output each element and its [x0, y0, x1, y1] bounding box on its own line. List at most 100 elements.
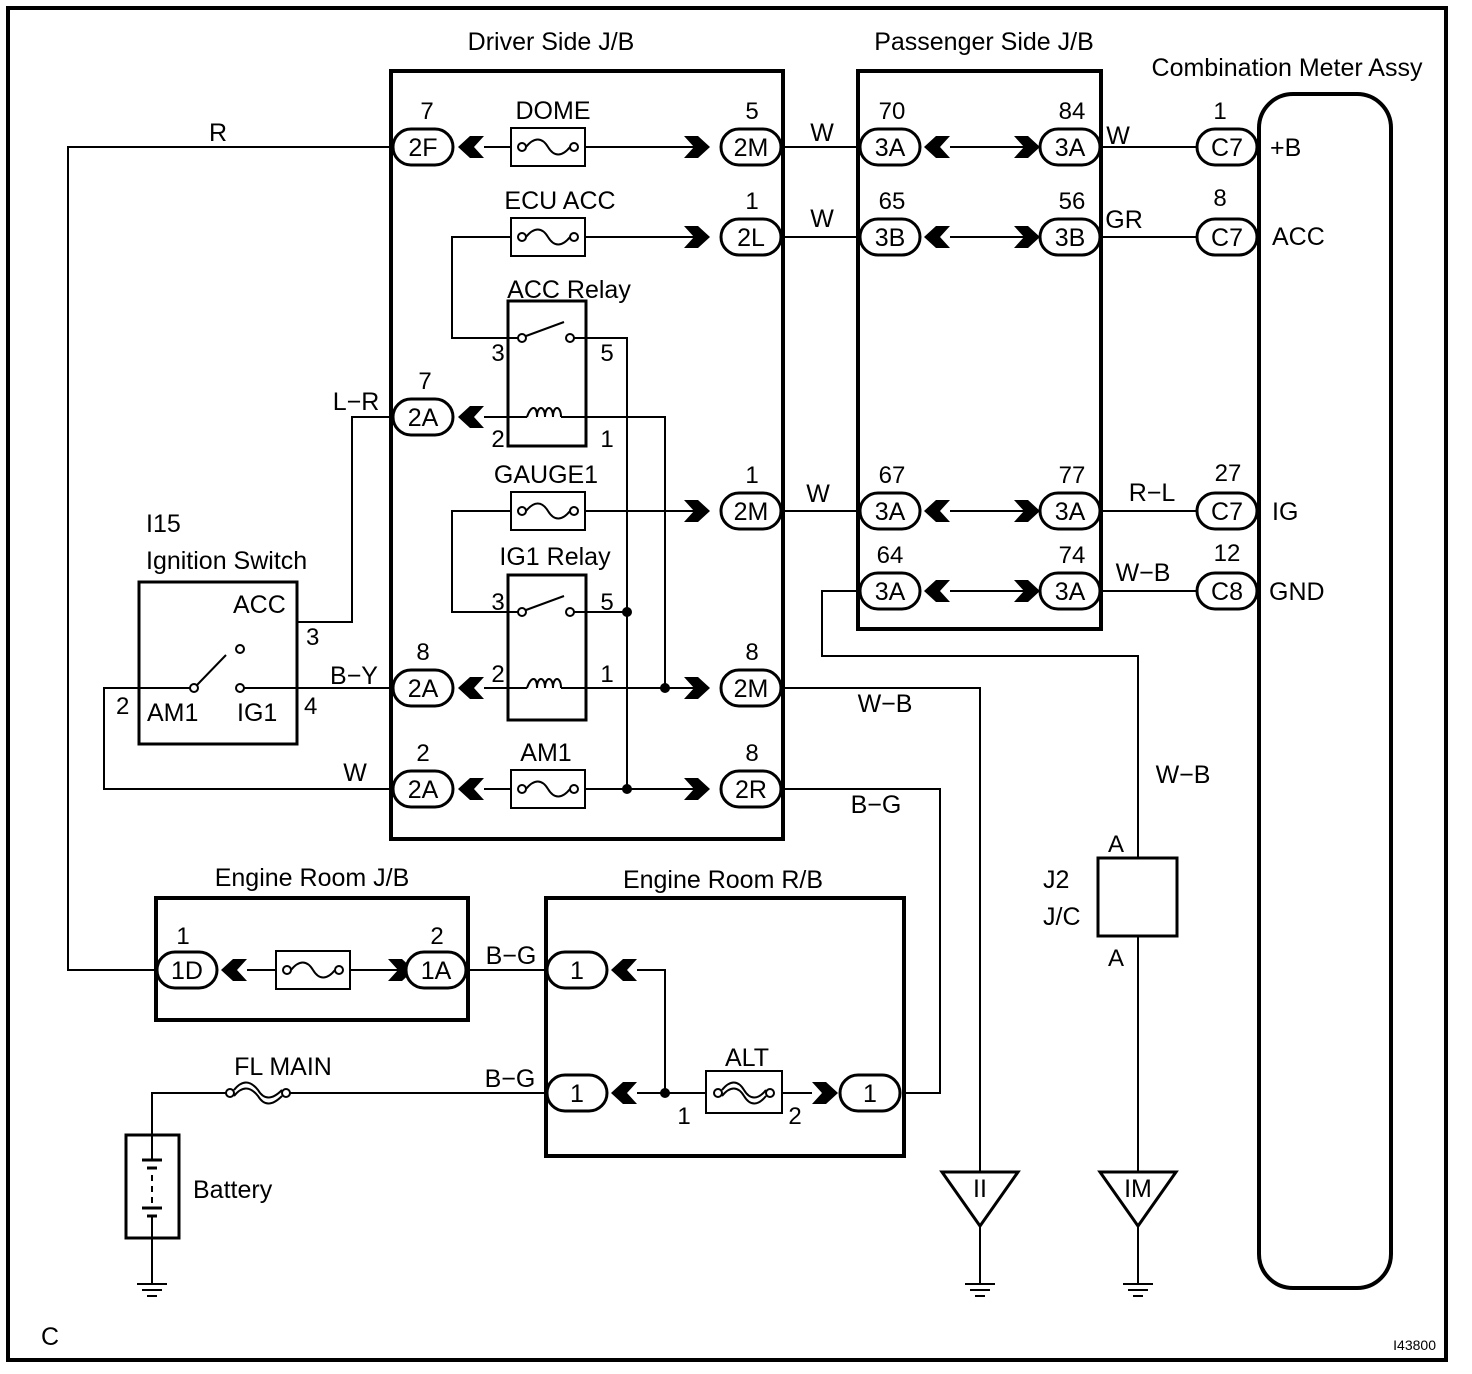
engine-rb-label: Engine Room R/B: [623, 866, 823, 894]
ig1-pin-5: 5: [600, 589, 613, 616]
conn-rb-1b: 1: [570, 1080, 584, 1108]
conn-c7-1: C7: [1211, 134, 1243, 162]
meter-label: Combination Meter Assy: [1152, 54, 1423, 82]
switch-acc-label: ACC: [233, 591, 286, 619]
conn-2r: 2R: [735, 776, 767, 804]
ignition-name: Ignition Switch: [146, 547, 307, 575]
driver-jb-connectors: 2F 7 2A 7 2A 8 2A 2 2M 5 2L 1 2M 1 2M 8 …: [391, 98, 783, 809]
conn-2l: 2L: [737, 224, 765, 252]
wire-color-labels: R W W W GR L−R W R−L W−B B−Y W−B W B−G W…: [209, 119, 1210, 1093]
conn-1d: 1D: [171, 957, 203, 985]
wire-bg-batt: B−G: [485, 1065, 536, 1093]
driver-jb-label: Driver Side J/B: [468, 28, 635, 56]
page-letter: C: [41, 1323, 59, 1351]
acc-pin-5: 5: [600, 340, 613, 367]
pin-e-2: 2: [430, 923, 443, 950]
figure-id: I43800: [1393, 1337, 1436, 1353]
am1-fuse-icon: [510, 769, 586, 809]
ground-im-label: IM: [1124, 1175, 1152, 1203]
acc-pin-1: 1: [600, 426, 613, 453]
am1-fuse-label: AM1: [520, 739, 571, 767]
gauge1-fuse-icon: [510, 491, 586, 531]
pin-65: 65: [879, 188, 906, 215]
ig1-pin-2: 2: [491, 661, 504, 688]
pin-2a-top: 7: [418, 368, 431, 395]
dome-fuse-icon: [510, 127, 586, 167]
alt-fuse-icon: [705, 1070, 783, 1114]
passenger-jb-label: Passenger Side J/B: [874, 28, 1094, 56]
pin-84: 84: [1059, 98, 1086, 125]
junction-name: J/C: [1043, 903, 1081, 931]
junction-code: J2: [1043, 866, 1069, 894]
pin-m-1: 1: [1213, 98, 1226, 125]
switch-ig1-label: IG1: [237, 699, 277, 727]
sw-pin-2: 2: [116, 693, 129, 720]
pin-m-27: 27: [1215, 460, 1242, 487]
conn-c7-3: C7: [1211, 498, 1243, 526]
conn-c7-2: C7: [1211, 224, 1243, 252]
pin-2a-mid: 8: [416, 639, 429, 666]
wire-wb-gnd: W−B: [1116, 559, 1171, 587]
junction-connector: [1096, 856, 1179, 938]
conn-1a: 1A: [421, 957, 452, 985]
wire-bg-eng: B−G: [486, 942, 537, 970]
engine-jb-fuse-icon: [275, 950, 351, 990]
ig1-pin-1: 1: [600, 661, 613, 688]
conn-rb-1c: 1: [863, 1080, 877, 1108]
wire-wb-jc: W−B: [1156, 761, 1211, 789]
pin-2m-low: 8: [745, 639, 758, 666]
meter-box: [1257, 92, 1393, 1290]
pin-2f: 7: [420, 98, 433, 125]
wire-w-dome: W: [810, 119, 834, 147]
fl-main-fuse-icon: [225, 1081, 291, 1105]
conn-2f: 2F: [408, 134, 437, 162]
pin-67: 67: [879, 462, 906, 489]
wire-bg-2r: B−G: [851, 791, 902, 819]
conn-2a-mid: 2A: [408, 675, 439, 703]
ig1-pin-3: 3: [491, 589, 504, 616]
pin-70: 70: [879, 98, 906, 125]
pin-2r: 8: [745, 740, 758, 767]
wire-gr: GR: [1105, 206, 1143, 234]
wire-wb-mid: W−B: [858, 690, 913, 718]
sw-pin-4: 4: [304, 693, 317, 720]
gauge1-fuse-label: GAUGE1: [494, 461, 598, 489]
im-ground-icon: [1122, 1271, 1154, 1297]
meter-b-label: +B: [1270, 134, 1301, 162]
conn-c8: C8: [1211, 578, 1243, 606]
conn-3a-5: 3A: [875, 578, 906, 606]
ecu-acc-fuse-icon: [510, 217, 586, 257]
acc-relay: [500, 299, 588, 448]
alt-pin-2: 2: [788, 1103, 801, 1130]
dome-fuse-label: DOME: [516, 97, 591, 125]
meter-connectors: C7 1 +B C7 8 ACC C7 27 IG C8 12 GND: [1195, 98, 1325, 611]
alt-fuse-label: ALT: [725, 1044, 769, 1072]
battery-label: Battery: [193, 1176, 273, 1204]
pin-2m-top: 5: [745, 98, 758, 125]
wire-rl: R−L: [1129, 479, 1176, 507]
jc-pin-a-bot: A: [1108, 945, 1124, 972]
fl-main-fuse-label: FL MAIN: [234, 1053, 332, 1081]
passenger-jb-box: [856, 69, 1103, 631]
ground-ii-label: II: [973, 1175, 987, 1203]
wire-w-gauge: W: [806, 480, 830, 508]
conn-3a-3: 3A: [875, 498, 906, 526]
wire-w-ecu: W: [810, 205, 834, 233]
pin-2a-bot: 2: [416, 740, 429, 767]
pin-77: 77: [1059, 462, 1086, 489]
conn-2a-top: 2A: [408, 404, 439, 432]
pin-56: 56: [1059, 188, 1086, 215]
conn-rb-1a: 1: [570, 957, 584, 985]
acc-pin-3: 3: [491, 340, 504, 367]
alt-pin-1: 1: [677, 1103, 690, 1130]
conn-2m-mid: 2M: [734, 498, 769, 526]
ignition-switch: [104, 580, 299, 746]
conn-3b-1: 3B: [875, 224, 906, 252]
conn-3a-2: 3A: [1055, 134, 1086, 162]
sw-pin-3: 3: [306, 624, 319, 651]
conn-3a-6: 3A: [1055, 578, 1086, 606]
pin-64: 64: [877, 542, 904, 569]
conn-3a-1: 3A: [875, 134, 906, 162]
engine-connectors: 1D 1 1A 2 1 1 1: [155, 923, 902, 1113]
conn-2m-low: 2M: [734, 675, 769, 703]
